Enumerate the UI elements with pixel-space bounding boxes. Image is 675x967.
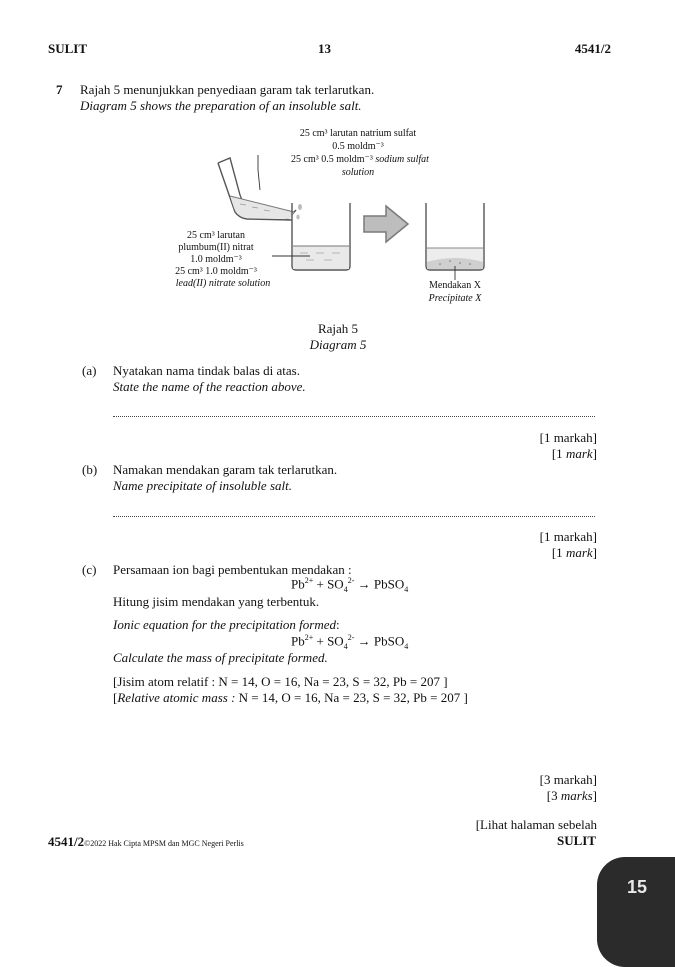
eq-arrow-product: → PbSO [354, 633, 405, 649]
ram-open-bracket: [ [113, 690, 118, 705]
lead-label-ms-2: plumbum(II) nitrat [178, 242, 254, 253]
header-page-number: 13 [318, 41, 331, 56]
part-c-marks-ms: [3 markah] [539, 772, 597, 787]
marks-prefix: [1 [551, 446, 566, 461]
eq-so-subscript: 4 [343, 641, 348, 651]
question-intro-ms: Rajah 5 menunjukkan penyediaan garam tak… [80, 82, 375, 97]
footer-left: 4541/2©2022 Hak Cipta MPSM dan MGC Neger… [48, 833, 244, 851]
part-c-marks-en: [3 marks] [480, 788, 597, 804]
marks-word: mark [565, 446, 593, 461]
ionic-equation-ms: Pb2+ + SO42- → PbSO4 [291, 576, 408, 594]
part-b-question-ms: Namakan mendakan garam tak terlarutkan. [113, 462, 338, 477]
part-b-label: (b) [82, 462, 98, 477]
droplet [296, 214, 300, 220]
eq-pb-charge: 2+ [304, 576, 314, 585]
beaker-lead-nitrate [291, 203, 351, 271]
relative-atomic-mass-en: [Relative atomic mass : N = 14, O = 16, … [113, 690, 468, 706]
lead-label-en-1: 25 cm³ 1.0 moldm⁻³ [175, 266, 257, 277]
part-a-question-en: State the name of the reaction above. [113, 379, 306, 394]
header-left: SULIT [48, 41, 88, 56]
header-code: 4541/2 [574, 41, 611, 56]
footer-sulit: SULIT [556, 833, 596, 848]
question-intro-en: Diagram 5 shows the preparation of an in… [80, 98, 362, 113]
eq-pb: Pb [291, 576, 305, 592]
precipitate-label-en: Precipitate X [428, 293, 482, 304]
sodium-label-ms-2: 0.5 moldm⁻³ [332, 141, 384, 152]
precipitate-label-ms: Mendakan X [429, 280, 481, 291]
diagram-illustration [217, 155, 485, 280]
sodium-label-en-1-italic: sodium sulfat [375, 154, 429, 165]
part-c-calc-en: Calculate the mass of precipitate formed… [113, 650, 328, 665]
footer-code: 4541/2 [48, 834, 85, 849]
lead-label-ms-3: 1.0 moldm⁻³ [190, 254, 242, 265]
eq-product-subscript: 4 [404, 584, 409, 594]
relative-atomic-mass-ms: [Jisim atom relatif : N = 14, O = 16, Na… [113, 674, 448, 689]
marks-suffix: ] [592, 446, 597, 461]
sodium-label-en-1-text: 25 cm³ 0.5 moldm⁻³ [291, 154, 373, 165]
lead-label-ms-1: 25 cm³ larutan [187, 230, 245, 241]
marks-prefix: [1 [551, 545, 566, 560]
ionic-equation-en: Pb2+ + SO42- → PbSO4 [291, 633, 408, 651]
tilted-beaker [217, 157, 297, 221]
part-a-marks-ms: [1 markah] [539, 430, 597, 445]
eq-so-charge: 2- [347, 576, 355, 585]
diagram-caption-ms: Rajah 5 [317, 321, 359, 336]
part-a-answer-line[interactable] [113, 416, 595, 417]
part-c-question-en-text: Ionic equation for the precipitation for… [113, 617, 337, 632]
part-c-calc-ms: Hitung jisim mendakan yang terbentuk. [113, 594, 320, 609]
ram-label: Relative atomic mass : [117, 690, 236, 705]
arrow-icon [363, 204, 410, 244]
ram-values: N = 14, O = 16, Na = 23, S = 32, Pb = 20… [235, 690, 468, 705]
beaker-precipitate [425, 203, 485, 271]
part-c-question-ms: Persamaan ion bagi pembentukan mendakan … [113, 562, 352, 577]
eq-pb-charge: 2+ [304, 633, 314, 642]
part-c-question-en: Ionic equation for the precipitation for… [113, 617, 340, 633]
page-badge-number: 15 [626, 877, 648, 897]
part-b-marks-en: [1 mark] [480, 545, 597, 561]
droplet [298, 204, 302, 210]
marks-prefix: [3 [546, 788, 561, 803]
part-a-label: (a) [82, 363, 97, 378]
part-b-answer-line[interactable] [113, 516, 595, 517]
eq-so-subscript: 4 [343, 584, 348, 594]
marks-suffix: ] [592, 788, 597, 803]
part-a-question-ms: Nyatakan nama tindak balas di atas. [113, 363, 300, 378]
part-a-marks-en: [1 mark] [480, 446, 597, 462]
part-c-question-en-colon: : [336, 617, 340, 632]
eq-so-charge: 2- [347, 633, 355, 642]
sodium-label-en-1: 25 cm³ 0.5 moldm⁻³ sodium sulfat [260, 154, 460, 166]
page-badge [597, 857, 675, 967]
question-number: 7 [56, 82, 63, 97]
marks-word: mark [565, 545, 593, 560]
diagram-caption-en-text: Diagram 5 [309, 337, 367, 352]
eq-plus-so: + SO [313, 633, 344, 649]
eq-pb: Pb [291, 633, 305, 649]
part-c-label: (c) [82, 562, 97, 577]
sodium-label-en-2: solution [341, 167, 375, 178]
eq-arrow-product: → PbSO [354, 576, 405, 592]
marks-word: marks [560, 788, 593, 803]
diagram-5: 25 cm³ larutan natrium sulfat 0.5 moldm⁻… [160, 120, 520, 320]
footer-next-page: [Lihat halaman sebelah [475, 817, 597, 832]
eq-plus-so: + SO [313, 576, 344, 592]
part-b-question-en: Name precipitate of insoluble salt. [113, 478, 292, 493]
lead-label-en-2: lead(II) nitrate solution [175, 278, 271, 289]
sodium-label-ms-1: 25 cm³ larutan natrium sulfat [299, 128, 417, 139]
part-b-marks-ms: [1 markah] [539, 529, 597, 544]
eq-product-subscript: 4 [404, 641, 409, 651]
marks-suffix: ] [592, 545, 597, 560]
diagram-caption-en: Diagram 5 [288, 337, 388, 353]
footer-copyright: ©2022 Hak Cipta MPSM dan MGC Negeri Perl… [84, 839, 244, 848]
